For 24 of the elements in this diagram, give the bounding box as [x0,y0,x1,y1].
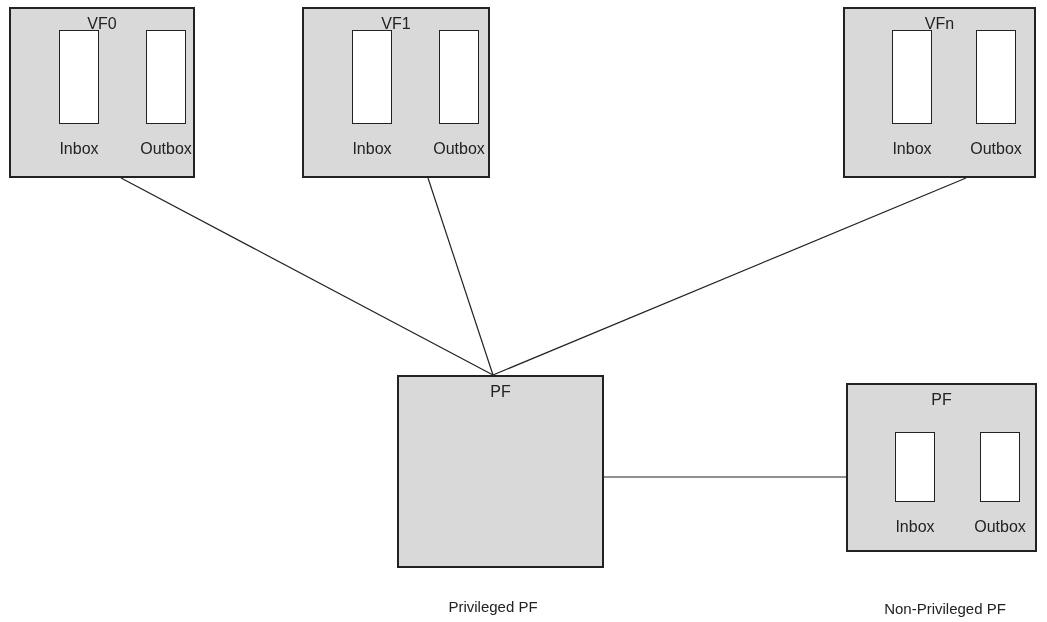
slot-label: Outbox [139,140,193,158]
box-title: PF [931,391,952,409]
function-box [9,7,195,178]
slot-label: Inbox [58,140,100,158]
function-box [302,7,490,178]
function-box [843,7,1036,178]
node-label: Privileged PF [448,598,538,615]
node-label: Non-Privileged PF [884,600,1006,617]
slot-label: Outbox [432,140,486,158]
connector-line [120,177,494,376]
box-title: VFn [924,15,955,33]
slot-label: Inbox [351,140,393,158]
box-title: VF0 [87,15,117,33]
connector-line [603,476,847,478]
box-title: VF1 [381,15,411,33]
connector-line [427,177,494,376]
connector-line [492,177,967,376]
box-title: PF [490,383,511,401]
slot-label: Outbox [973,518,1027,536]
function-box [397,375,604,568]
slot-label: Outbox [969,140,1023,158]
function-box [846,383,1037,552]
slot-label: Inbox [894,518,936,536]
slot-label: Inbox [891,140,933,158]
